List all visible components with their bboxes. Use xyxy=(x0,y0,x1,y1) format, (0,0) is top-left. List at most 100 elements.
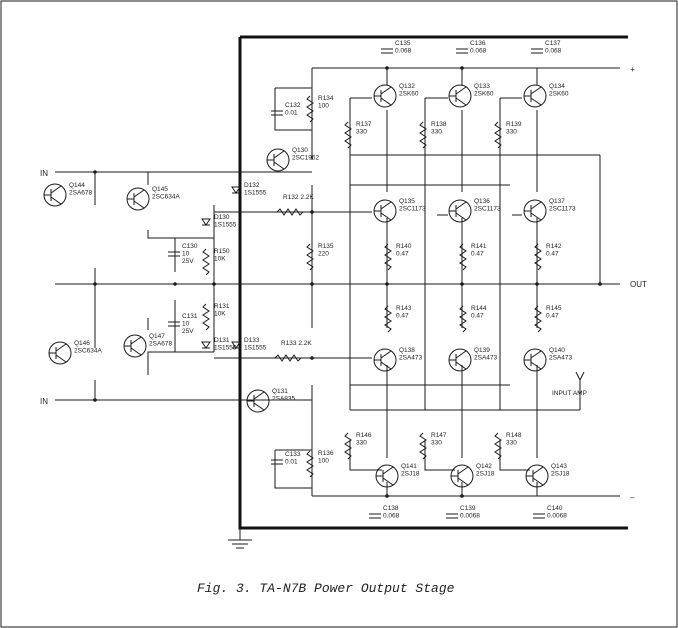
transistor-leads xyxy=(49,343,67,363)
transistor-label-q138-line-0: Q138 xyxy=(399,347,415,354)
resistor-label-r150-line-1: 10K xyxy=(214,256,226,263)
capacitor-plates xyxy=(381,48,393,54)
resistor-label-r138-line-1: 330 xyxy=(431,129,442,136)
resistor-label-r147-line-0: R147 xyxy=(431,432,447,439)
transistor-label-q145-line-1: 2SC634A xyxy=(152,194,180,201)
transistor-leads xyxy=(127,189,145,209)
diode-symbol xyxy=(201,218,211,226)
capacitor-label-c130-line-1: 10 xyxy=(182,251,190,258)
resistor-label-r135-line-0: R135 xyxy=(318,243,334,250)
resistor-label-r141-line-1: 0.47 xyxy=(471,251,484,258)
resistor-label-r133-line-0: R133 2.2K xyxy=(281,340,312,347)
resistor-label-r135-line-1: 220 xyxy=(318,251,329,258)
resistor-label-r142-line-0: R142 xyxy=(546,243,562,250)
transistor-leads xyxy=(247,391,265,411)
resistor-label-r139-line-1: 330 xyxy=(506,129,517,136)
diode-label-d132-line-1: 1S1555 xyxy=(244,190,267,197)
transistor-label-q130-line-0: Q130 xyxy=(292,147,308,154)
figure-caption: Fig. 3. TA-N7B Power Output Stage xyxy=(197,581,455,596)
transistor-leads xyxy=(267,150,285,170)
resistor-label-r144-line-0: R144 xyxy=(471,305,487,312)
resistor-r133: R133 2.2K xyxy=(274,340,312,362)
capacitor-plates xyxy=(168,321,180,327)
resistor-label-r146-line-0: R146 xyxy=(356,432,372,439)
capacitor-label-c132-line-1: 0.01 xyxy=(285,110,298,117)
capacitor-label-c137-line-1: 0.068 xyxy=(545,48,562,55)
input-amp-label: INPUT AMP xyxy=(552,390,587,397)
transistor-label-q138-line-1: 2SA473 xyxy=(399,355,423,362)
transistor-label-q146-line-0: Q146 xyxy=(74,340,90,347)
diode-label-d130-line-0: D130 xyxy=(214,214,230,221)
transistor-label-q135-line-1: 2SC1173 xyxy=(399,206,426,213)
transistor-label-q144-line-0: Q144 xyxy=(69,182,85,189)
resistor-body xyxy=(344,121,352,149)
predriver-wiring xyxy=(147,172,214,375)
capacitor-label-c131-line-1: 10 xyxy=(182,321,190,328)
transistor-label-q139-line-1: 2SA473 xyxy=(474,355,498,362)
resistor-body xyxy=(534,305,542,333)
transistor-leads xyxy=(451,466,469,486)
transistor-leads xyxy=(524,86,542,106)
transistor-label-q133-line-1: 2SK60 xyxy=(474,91,494,98)
transistor-label-q142-line-0: Q142 xyxy=(476,463,492,470)
input-label-bottom: IN xyxy=(40,397,48,406)
resistor-label-r145-line-1: 0.47 xyxy=(546,313,559,320)
gate-buses xyxy=(349,97,522,410)
capacitor-plates xyxy=(533,513,545,519)
transistor-label-q147-line-0: Q147 xyxy=(149,333,165,340)
transistor-label-q140-line-0: Q140 xyxy=(549,347,565,354)
transistor-leads xyxy=(374,201,392,221)
transistor-leads xyxy=(376,466,394,486)
capacitor-plates xyxy=(168,251,180,257)
capacitor-label-c140-line-0: C140 xyxy=(547,505,563,512)
transistor-leads xyxy=(44,185,62,205)
input-label-top: IN xyxy=(40,169,48,178)
transistor-label-q136-line-1: 2SC1173 xyxy=(474,206,501,213)
capacitor-label-c135-line-0: C135 xyxy=(395,40,411,47)
resistor-label-r139-line-0: R139 xyxy=(506,121,522,128)
capacitor-label-c130-line-0: C130 xyxy=(182,243,198,250)
transistor-label-q145-line-0: Q145 xyxy=(152,186,168,193)
transistor-label-q140-line-1: 2SA473 xyxy=(549,355,573,362)
resistor-label-r131-line-1: 10K xyxy=(214,311,226,318)
transistor-label-q133-line-0: Q133 xyxy=(474,83,490,90)
resistor-label-r136-line-0: R136 xyxy=(318,450,334,457)
resistor-label-r141-line-0: R141 xyxy=(471,243,487,250)
resistor-label-r143-line-1: 0.47 xyxy=(396,313,409,320)
capacitor-label-c139-line-1: 0.0068 xyxy=(460,513,480,520)
resistor-body xyxy=(276,208,304,216)
resistor-body xyxy=(419,432,427,460)
resistor-body xyxy=(306,95,314,123)
resistor-body xyxy=(384,305,392,333)
diode-symbol xyxy=(231,186,241,194)
resistor-body xyxy=(494,432,502,460)
resistor-label-r146-line-1: 330 xyxy=(356,440,367,447)
resistor-label-r137-line-0: R137 xyxy=(356,121,372,128)
